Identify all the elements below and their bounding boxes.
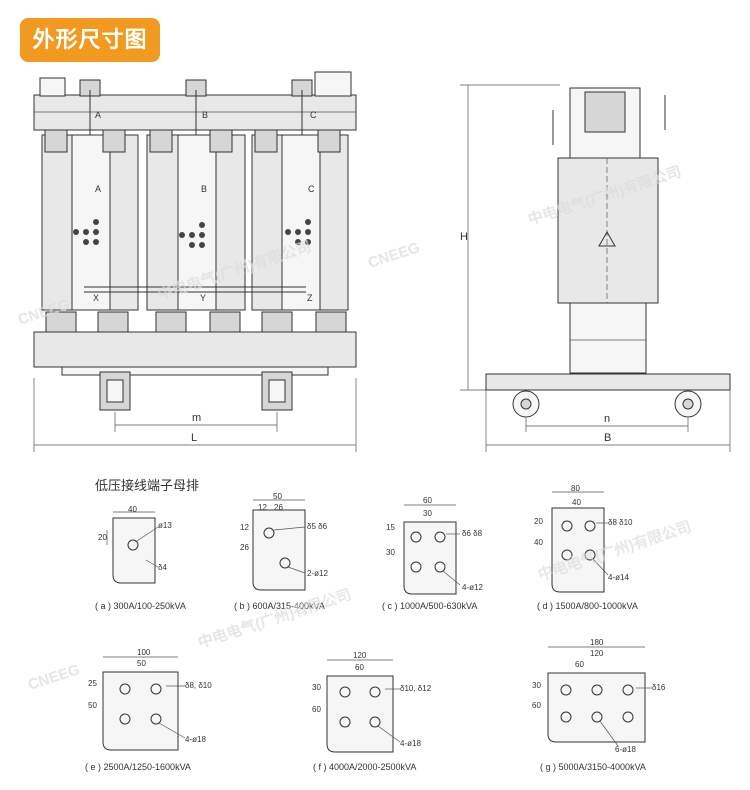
busbar-d-hole: 4-ø14 (608, 573, 629, 582)
busbar-diagram-e: 100 50 25 50 δ8, δ10 4-ø18 ( e ) 2500A/1… (85, 648, 212, 772)
busbar-c-dim-side: 30 (386, 548, 395, 557)
busbar-diagram-a: 40 20 ø13 δ4 ( a ) 300A/100-250kVA (95, 505, 186, 611)
phase-label-mid-b: B (201, 184, 207, 194)
dim-label-b: B (604, 432, 611, 444)
busbar-d-thickness: δ8 δ10 (608, 518, 633, 527)
busbar-g-dim-pitch: 60 (575, 660, 584, 669)
side-base-plate (485, 373, 731, 391)
busbar-a-dim-height: 20 (98, 533, 107, 542)
busbar-d-dim-top: 20 (534, 517, 543, 526)
busbar-c-hole: 4-ø12 (462, 583, 483, 592)
busbar-e-dim-top: 25 (88, 679, 97, 688)
phase-label-mid-c: C (308, 184, 315, 194)
side-lower-assembly (569, 302, 647, 374)
busbar-f-dim-pitch: 60 (355, 663, 364, 672)
busbar-f-caption: ( f ) 4000A/2000-2500kVA (313, 762, 416, 772)
busbar-c-caption: ( c ) 1000A/500-630kVA (382, 601, 477, 611)
dim-label-m: m (192, 412, 201, 424)
dim-label-l: L (191, 432, 197, 444)
busbar-d-dim-width: 80 (571, 484, 580, 493)
busbar-b-thickness: δ5 δ6 (307, 522, 328, 531)
high-voltage-warning-icon (598, 230, 616, 247)
busbar-b-dim-sub2: 26 (274, 503, 283, 512)
busbar-diagram-d: 80 40 20 40 δ8 δ10 4-ø14 ( d ) 1500A/800… (534, 484, 638, 611)
busbar-g-dim-side: 60 (532, 701, 541, 710)
phase-label-x: X (93, 293, 99, 303)
phase-label-top-a: A (95, 110, 101, 120)
dim-label-h: H (460, 231, 468, 243)
busbar-e-thickness: δ8, δ10 (185, 681, 212, 690)
busbar-f-dim-side: 60 (312, 705, 321, 714)
page-title: 外形尺寸图 (20, 18, 160, 62)
busbar-b-hole: 2-ø12 (307, 569, 328, 578)
busbar-a-dim-width: 40 (128, 505, 137, 514)
busbar-a-thickness: δ4 (158, 563, 167, 572)
busbar-g-dim-top: 30 (532, 681, 541, 690)
dim-label-n: n (604, 413, 610, 425)
phase-label-mid-a: A (95, 184, 101, 194)
busbar-d-caption: ( d ) 1500A/800-1000kVA (537, 601, 638, 611)
bottom-clamp-beam (33, 331, 357, 368)
busbar-d-dim-side: 40 (534, 538, 543, 547)
busbar-diagram-f: 120 60 30 60 δ10, δ12 4-ø18 ( f ) 4000A/… (312, 651, 432, 772)
busbar-f-thickness: δ10, δ12 (400, 684, 432, 693)
watermark-text-cn-4: 中电电气(广州)有限公司 (196, 585, 354, 652)
busbar-c-thickness: δ6 δ8 (462, 529, 483, 538)
busbar-g-dim-span: 120 (590, 649, 604, 658)
busbar-g-dim-width: 180 (590, 638, 604, 647)
busbar-b-dim-side1: 12 (240, 523, 249, 532)
phase-label-y: Y (200, 293, 206, 303)
busbar-f-dim-width: 120 (353, 651, 367, 660)
side-coil-body (557, 157, 659, 304)
busbar-g-caption: ( g ) 5000A/3150-4000kVA (540, 762, 646, 772)
busbar-d-dim-pitch: 40 (572, 498, 581, 507)
busbar-g-thickness: δ16 (652, 683, 666, 692)
busbar-e-hole: 4-ø18 (185, 735, 206, 744)
phase-label-top-c: C (310, 110, 317, 120)
busbar-diagram-g: 180 120 60 30 60 δ16 6-ø18 ( g ) 5000A/3… (532, 638, 666, 772)
busbar-section-title: 低压接线端子母排 (95, 478, 199, 493)
phase-label-top-b: B (202, 110, 208, 120)
tap-terminals (73, 219, 311, 248)
busbar-b-caption: ( b ) 600A/315-400kVA (234, 601, 325, 611)
top-left-bracket (39, 77, 66, 97)
busbar-g-hole: 6-ø18 (615, 745, 636, 754)
busbar-c-dim-pitch: 30 (423, 509, 432, 518)
busbar-b-dim-sub1: 12 (258, 503, 267, 512)
watermark-text-en-3: CNEEG (26, 661, 82, 694)
top-clamp-beam (33, 94, 357, 131)
busbar-a-hole: ø13 (158, 521, 172, 530)
busbar-c-dim-width: 60 (423, 496, 432, 505)
busbar-e-dim-side: 50 (88, 701, 97, 710)
phase-label-z: Z (307, 293, 313, 303)
busbar-a-caption: ( a ) 300A/100-250kVA (95, 601, 186, 611)
side-view: H n B (460, 84, 731, 452)
busbar-e-dim-width: 100 (137, 648, 151, 657)
busbar-e-dim-pitch: 50 (137, 659, 146, 668)
busbar-e-caption: ( e ) 2500A/1250-1600kVA (85, 762, 191, 772)
watermark-text-en-2: CNEEG (366, 239, 422, 272)
busbar-f-hole: 4-ø18 (400, 739, 421, 748)
top-right-bracket (314, 71, 352, 97)
busbar-c-dim-top: 15 (386, 523, 395, 532)
front-view: A B C A B C X Y Z m L (33, 71, 357, 452)
busbar-f-dim-top: 30 (312, 683, 321, 692)
busbar-b-dim-width: 50 (273, 492, 282, 501)
busbar-b-dim-side2: 26 (240, 543, 249, 552)
busbar-diagram-b: 50 12 26 12 26 δ5 δ6 2-ø12 ( b ) 600A/31… (234, 492, 328, 611)
busbar-diagram-c: 60 30 15 30 δ6 δ8 4-ø12 ( c ) 1000A/500-… (382, 496, 483, 611)
